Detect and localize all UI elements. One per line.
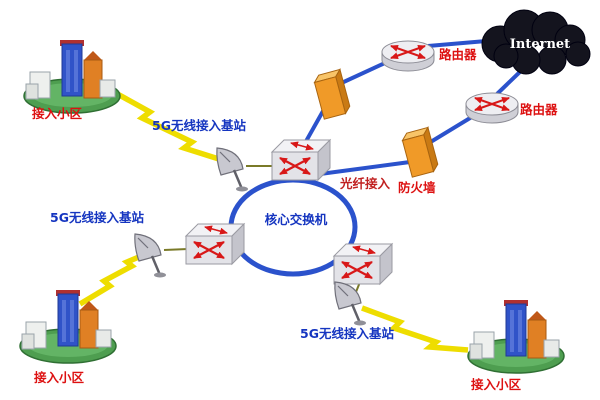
lightning-bolt-left: [78, 251, 148, 307]
core-switch-top-icon: [272, 140, 330, 180]
lightning-bolt-top: [101, 83, 223, 163]
internet-label: Internet: [510, 37, 570, 52]
base-station-top-label: 5G无线接入基站: [152, 118, 246, 133]
wireless-bolts: [78, 83, 469, 353]
firewall1-icon: [312, 68, 352, 120]
community-top-left-label: 接入小区: [32, 106, 83, 121]
community-bottom-right-label: 接入小区: [471, 377, 522, 392]
base-station-bottom-label: 5G无线接入基站: [300, 326, 394, 341]
internet-cloud: [481, 9, 591, 75]
link-antenna2-switch: [163, 248, 189, 251]
router-right-icon: [466, 93, 518, 123]
base-station-left-label: 5G无线接入基站: [50, 210, 144, 225]
community-bottom-left-icon: [19, 289, 117, 364]
fiber-access-label: 光纤接入: [339, 176, 391, 191]
link-firewall2-switch: [319, 160, 411, 176]
community-bottom-left-label: 接入小区: [34, 370, 85, 385]
router-right-label: 路由器: [520, 102, 558, 117]
base-station-antenna-bottom-icon: [333, 280, 368, 327]
core-switch-right-icon: [334, 244, 392, 284]
community-bottom-right-icon: [467, 299, 565, 374]
core-switch-left-icon: [186, 224, 244, 264]
base-station-antenna-left-icon: [133, 232, 168, 279]
core-switch-label: 核心交换机: [265, 212, 328, 227]
firewall2-icon: [400, 126, 440, 178]
firewall-label: 防火墙: [398, 180, 436, 195]
base-station-antenna-top-icon: [215, 146, 250, 193]
router-top-label: 路由器: [439, 47, 477, 62]
router-top-icon: [382, 41, 434, 71]
lightning-bolt-bottom: [361, 305, 469, 353]
community-top-left-icon: [23, 39, 121, 114]
